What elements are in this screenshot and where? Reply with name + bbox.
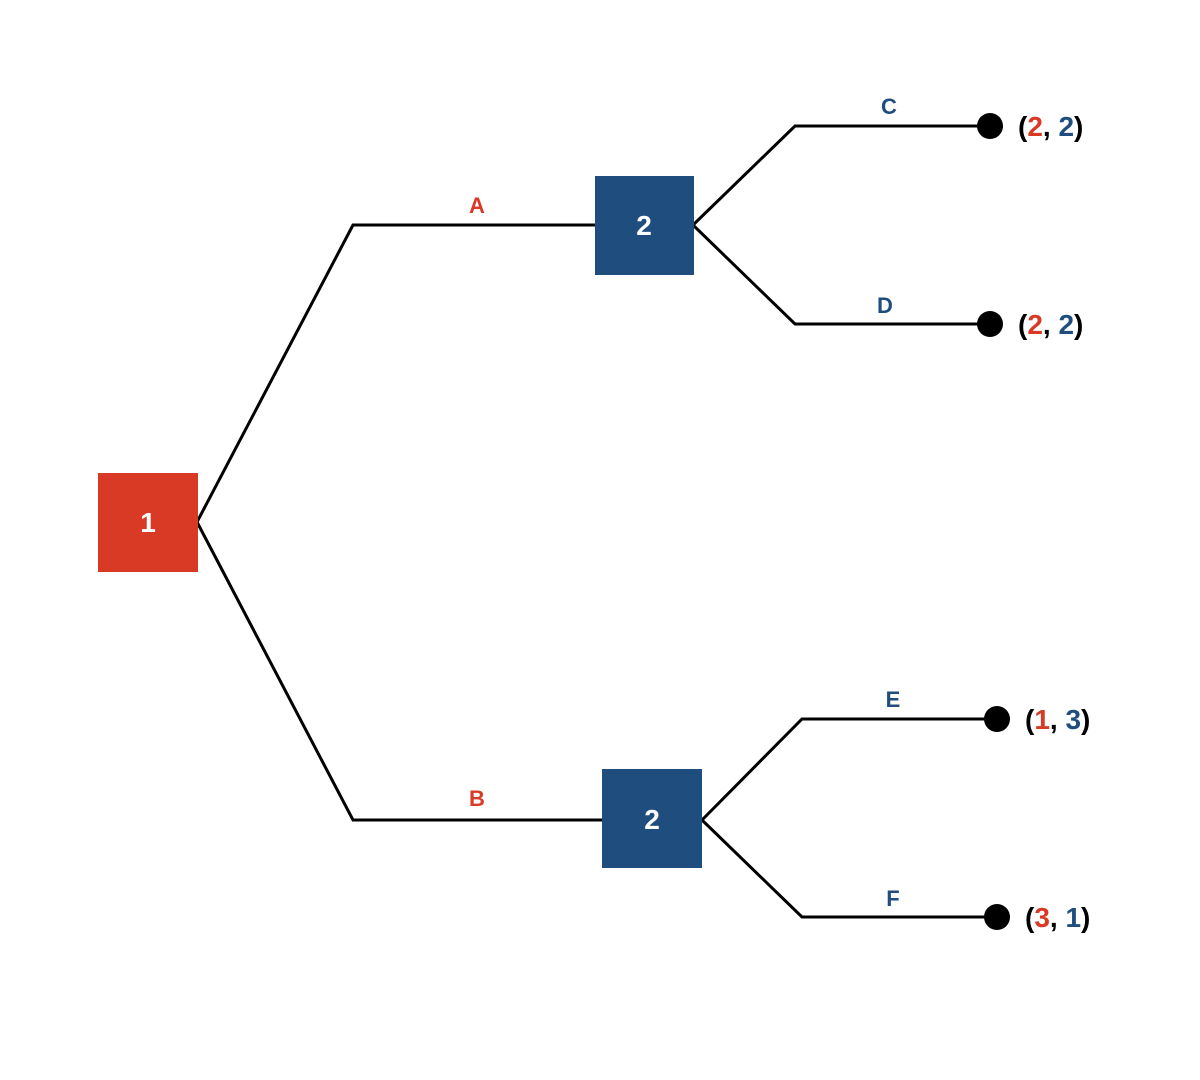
terminal-node-c	[977, 113, 1003, 139]
payoff-player2: 2	[1058, 111, 1074, 142]
action-label-a: A	[469, 193, 485, 218]
payoff-separator: ,	[1050, 704, 1066, 735]
edge-a	[195, 223, 595, 523]
payoff-open-paren: (	[1025, 902, 1035, 933]
decision-node-root: 1	[98, 473, 198, 572]
payoff-player2: 2	[1058, 309, 1074, 340]
node-player-label: 2	[636, 210, 652, 241]
payoff-player1: 2	[1027, 111, 1043, 142]
payoff-separator: ,	[1050, 902, 1066, 933]
payoff-close-paren: )	[1081, 902, 1090, 933]
payoff-open-paren: (	[1018, 309, 1028, 340]
payoff-player1: 1	[1034, 704, 1050, 735]
action-label-b: B	[469, 786, 485, 811]
action-label-e: E	[886, 687, 901, 712]
payoff-separator: ,	[1043, 309, 1059, 340]
payoff-player1: 3	[1034, 902, 1050, 933]
payoff-player1: 2	[1027, 309, 1043, 340]
edge-d	[691, 223, 990, 326]
edge-b	[195, 521, 602, 822]
payoff-e: (1, 3)	[1025, 704, 1090, 735]
payoff-player2: 3	[1065, 704, 1081, 735]
terminal-node-e	[984, 706, 1010, 732]
payoff-close-paren: )	[1074, 309, 1083, 340]
decision-node-after-a: 2	[595, 176, 694, 275]
terminal-node-d	[977, 311, 1003, 337]
payoff-close-paren: )	[1074, 111, 1083, 142]
payoff-separator: ,	[1043, 111, 1059, 142]
payoff-f: (3, 1)	[1025, 902, 1090, 933]
payoff-close-paren: )	[1081, 704, 1090, 735]
payoff-open-paren: (	[1025, 704, 1035, 735]
action-label-c: C	[881, 94, 897, 119]
terminal-node-f	[984, 904, 1010, 930]
action-label-d: D	[877, 293, 893, 318]
decision-node-after-b: 2	[602, 769, 702, 868]
payoff-d: (2, 2)	[1018, 309, 1083, 340]
edge-e	[700, 717, 997, 822]
edge-f	[700, 818, 997, 919]
edge-c	[691, 124, 990, 227]
node-box	[595, 176, 694, 275]
node-player-label: 2	[644, 804, 660, 835]
node-player-label: 1	[140, 507, 156, 538]
payoff-open-paren: (	[1018, 111, 1028, 142]
payoff-player2: 1	[1065, 902, 1081, 933]
node-box	[602, 769, 702, 868]
node-box	[98, 473, 198, 572]
action-label-f: F	[886, 886, 899, 911]
payoff-c: (2, 2)	[1018, 111, 1083, 142]
